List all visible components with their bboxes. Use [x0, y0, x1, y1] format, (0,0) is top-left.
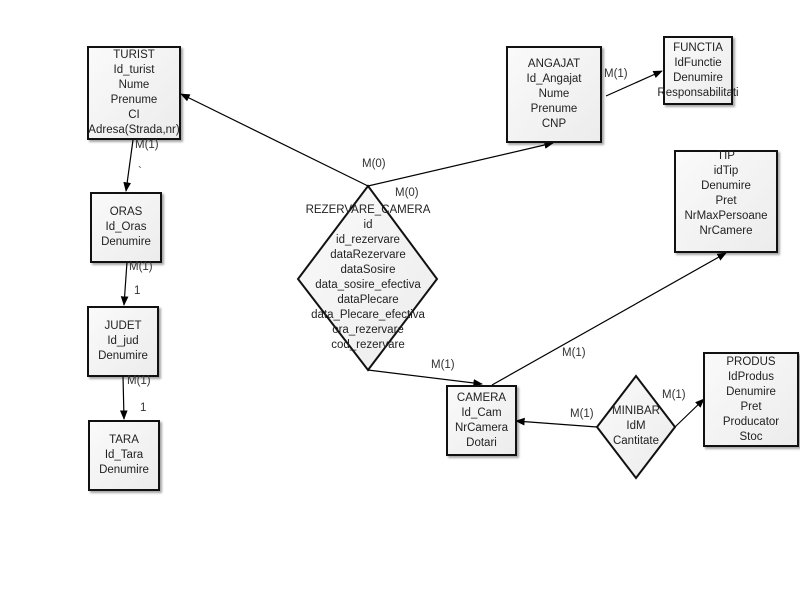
- cardinality-label: 1: [140, 402, 147, 414]
- entity-produs[interactable]: PRODUS IdProdus Denumire Pret Producator…: [703, 352, 799, 447]
- relationship-attribute: dataPlecare: [337, 294, 399, 306]
- entity-attribute: Responsabilitati: [657, 86, 739, 99]
- entity-attribute: Pret: [715, 195, 737, 207]
- entity-attribute: Stoc: [739, 430, 763, 443]
- entity-attribute: NrCamere: [699, 225, 753, 237]
- entity-title: TIP: [717, 150, 735, 162]
- entity-title: FUNCTIA: [673, 41, 723, 54]
- entity-angajat[interactable]: ANGAJAT Id_Angajat Nume Prenume CNP: [506, 46, 602, 143]
- connector-angajat-functia: [605, 70, 663, 97]
- entity-oras[interactable]: ORAS Id_Oras Denumire: [90, 192, 162, 263]
- relationship-attribute: data_Plecare_efectiva: [311, 309, 425, 321]
- cardinality-label: `: [138, 166, 142, 178]
- entity-attribute: Nume: [538, 88, 570, 100]
- entity-tip[interactable]: TIP idTip Denumire Pret NrMaxPersoane Nr…: [674, 150, 778, 253]
- cardinality-label: M(1): [562, 347, 586, 359]
- relationship-attribute: data_sosire_efectiva: [315, 279, 421, 291]
- connector-minibar-camera: [515, 417, 598, 428]
- connector-oras-judet: [120, 261, 129, 306]
- relationship-rezervare-camera: REZERVARE_CAMERA id id_rezervare dataRez…: [298, 203, 438, 353]
- entity-attribute: Id_Tara: [104, 449, 144, 461]
- entity-attribute: Adresa(Strada,nr): [88, 124, 180, 136]
- entity-attribute: Dotari: [466, 436, 497, 449]
- relationship-attribute: dataRezervare: [330, 249, 406, 261]
- entity-attribute: NrCamera: [454, 421, 509, 434]
- cardinality-label: M(1): [662, 389, 686, 401]
- entity-attribute: Denumire: [726, 385, 776, 398]
- cardinality-label: M(0): [395, 187, 419, 199]
- entity-attribute: CI: [128, 109, 140, 121]
- entity-attribute: Id_Cam: [461, 406, 502, 419]
- cardinality-label: M(1): [129, 261, 153, 273]
- entity-attribute: Denumire: [98, 350, 148, 362]
- relationship-minibar: MINIBAR IdM Cantitate: [596, 404, 676, 449]
- entity-attribute: Id_Angajat: [526, 73, 582, 85]
- entity-attribute: NrMaxPersoane: [684, 210, 768, 222]
- entity-title: TARA: [109, 434, 139, 446]
- cardinality-label: 1: [134, 285, 141, 297]
- relationship-attribute: id_rezervare: [336, 234, 400, 246]
- entity-attribute: Id_jud: [107, 335, 139, 347]
- entity-judet[interactable]: JUDET Id_jud Denumire: [87, 306, 159, 377]
- entity-attribute: Pret: [740, 400, 762, 413]
- entity-title: ORAS: [109, 206, 143, 218]
- connector-rezervare-turist: [180, 93, 369, 187]
- relationship-attribute: id: [363, 219, 373, 231]
- connector-rezervare-camera: [367, 369, 483, 387]
- entity-attribute: Denumire: [101, 236, 151, 248]
- connector-judet-tara: [119, 375, 128, 420]
- entity-attribute: Producator: [722, 415, 780, 428]
- entity-functia[interactable]: FUNCTIA IdFunctie Denumire Responsabilit…: [657, 36, 739, 105]
- entity-title: CAMERA: [456, 391, 507, 404]
- relationship-attribute: Cantitate: [612, 435, 660, 447]
- relationship-attribute: cod_rezervare: [331, 339, 405, 351]
- connector-rezervare-angajat: [367, 141, 554, 187]
- relationship-title: REZERVARE_CAMERA: [305, 204, 431, 216]
- relationship-attribute: dataSosire: [340, 264, 396, 276]
- entity-attribute: IdProdus: [727, 370, 775, 383]
- entity-attribute: Id_turist: [113, 64, 155, 76]
- entity-attribute: IdFunctie: [674, 56, 722, 69]
- entity-camera[interactable]: CAMERA Id_Cam NrCamera Dotari: [446, 385, 517, 456]
- entity-title: PRODUS: [726, 355, 776, 368]
- relationship-attribute: ora_rezervare: [332, 324, 404, 336]
- entity-turist[interactable]: TURIST Id_turist Nume Prenume CI Adresa(…: [87, 46, 181, 140]
- entity-tara[interactable]: TARA Id_Tara Denumire: [88, 420, 160, 491]
- entity-title: JUDET: [104, 320, 142, 332]
- entity-title: TURIST: [113, 49, 155, 61]
- relationship-title: MINIBAR: [612, 405, 660, 417]
- entity-title: ANGAJAT: [527, 58, 581, 70]
- connector-camera-tip: [491, 252, 727, 386]
- minibar-diamond[interactable]: [595, 374, 677, 480]
- entity-attribute: idTip: [713, 165, 739, 177]
- connector-turist-oras: [123, 139, 134, 192]
- relationship-attribute: IdM: [626, 420, 646, 432]
- entity-attribute: CNP: [541, 118, 567, 130]
- entity-attribute: Prenume: [110, 94, 158, 106]
- entity-attribute: Denumire: [99, 464, 149, 476]
- entity-attribute: Denumire: [673, 71, 723, 84]
- entity-attribute: Prenume: [530, 103, 578, 115]
- cardinality-label: M(1): [570, 408, 594, 420]
- entity-attribute: Nume: [118, 79, 150, 91]
- cardinality-label: M(1): [127, 375, 151, 387]
- entity-attribute: Id_Oras: [105, 221, 147, 233]
- cardinality-label: M(1): [431, 359, 455, 371]
- cardinality-label: M(0): [362, 158, 386, 170]
- connector-minibar-produs: [674, 398, 705, 428]
- cardinality-label: M(1): [604, 68, 628, 80]
- entity-attribute: Denumire: [701, 180, 751, 192]
- cardinality-label: M(1): [135, 139, 159, 151]
